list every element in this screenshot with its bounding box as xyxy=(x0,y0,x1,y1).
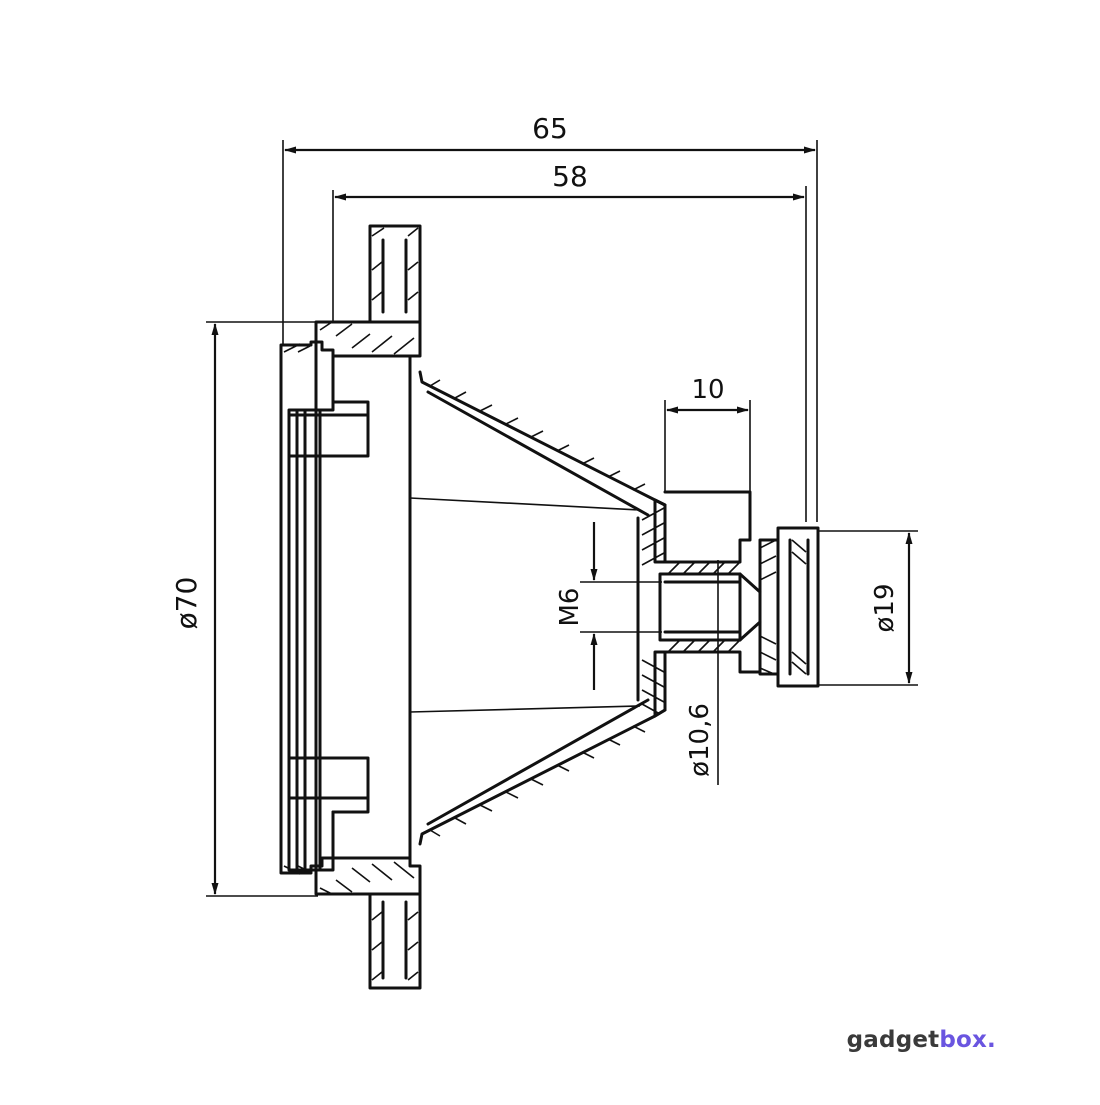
brand-logo: gadgetbox. xyxy=(846,1027,996,1053)
dimension-58 xyxy=(332,186,807,522)
label-m6: M6 xyxy=(555,588,585,627)
dimension-10 xyxy=(664,400,751,540)
label-10: 10 xyxy=(691,375,724,405)
label-70: ø70 xyxy=(170,577,203,630)
dimension-70 xyxy=(206,321,318,897)
dimension-65 xyxy=(282,140,818,522)
label-10-6: ø10,6 xyxy=(685,703,715,777)
label-58: 58 xyxy=(552,160,588,193)
label-19: ø19 xyxy=(870,584,900,633)
section-hatching xyxy=(283,227,807,981)
dimension-m6 xyxy=(580,522,662,690)
dimension-19 xyxy=(818,530,918,686)
label-65: 65 xyxy=(532,112,568,145)
